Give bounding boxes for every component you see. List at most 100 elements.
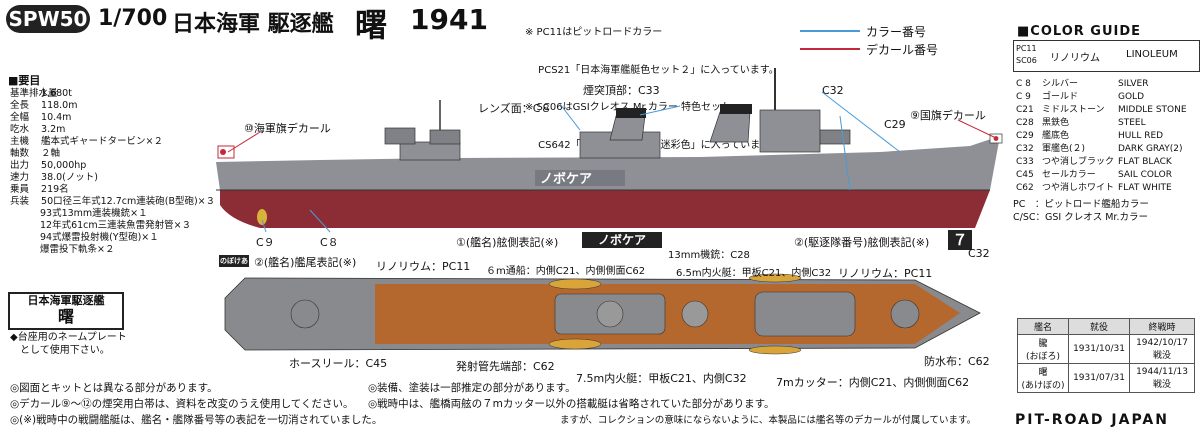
callout-flag-decal: ⑨国旗デカール xyxy=(910,109,986,122)
funnel-top-fore xyxy=(681,300,709,328)
bridge-top xyxy=(754,291,856,337)
callout-funnel-top: 煙突頂部：C33 xyxy=(583,84,660,97)
callout-lino-r: リノリウム：PC11 xyxy=(838,267,933,280)
paint-note: ※ PC11はピットロードカラー xyxy=(525,27,663,38)
hull-name-text: ノボケア xyxy=(540,171,592,187)
spec-value: 38.0(ノット) xyxy=(41,172,98,183)
color-guide-title: ■COLOR GUIDE xyxy=(1017,24,1142,39)
color-code: C29 xyxy=(1016,131,1034,141)
table-header: 艦名 xyxy=(1017,318,1069,335)
ship-year: 1941 xyxy=(410,3,488,36)
linoleum-codes: PC11 SC06 xyxy=(1016,43,1037,67)
fore-funnel-top xyxy=(720,104,752,114)
hull-name-strip xyxy=(535,170,625,186)
table-cell: 1931/10/31 xyxy=(1068,334,1130,364)
nameplate-line1: 日本海軍駆逐艦 xyxy=(27,294,105,307)
ship-fate: 戦没 xyxy=(1152,350,1171,361)
boat-6-icon xyxy=(548,278,602,290)
ship-name: 曙 xyxy=(355,6,388,44)
spec-row: 吃水 3.2m xyxy=(10,121,65,135)
callout-tube: 発射管先端部：C62 xyxy=(456,360,555,373)
spec-key: 兵装 xyxy=(10,196,30,207)
ship-class-label: 日本海軍 駆逐艦 xyxy=(172,12,334,37)
spec-weapon: 12年式61cm三連装魚雷発射管×３ xyxy=(40,220,192,231)
ship-kana-cell: (あけぼの) xyxy=(1021,381,1065,391)
color-en: SILVER xyxy=(1118,79,1149,89)
spec-key: 全幅 xyxy=(10,112,30,123)
callout-ensign-decal: ⑩海軍旗デカール xyxy=(244,122,331,135)
color-jp: ゴールド xyxy=(1042,92,1079,102)
color-number-line xyxy=(800,30,860,32)
leader-funnel xyxy=(639,105,681,116)
stern-mini-badge: のぼけあ xyxy=(219,255,249,267)
callout-c32: C32 xyxy=(822,84,844,97)
color-en: DARK GRAY(2) xyxy=(1118,144,1183,154)
color-code: C32 xyxy=(1016,144,1034,154)
nameplate-note-line: ◆台座用のネームプレート xyxy=(10,332,127,343)
callout-c9: C９ xyxy=(256,236,275,249)
hull-gray xyxy=(216,136,1000,190)
color-en: SAIL COLOR xyxy=(1118,170,1172,180)
callout-boat75: 7.5m内火艇：甲板C21、内側C32 xyxy=(576,372,747,385)
spec-row: 全幅 10.4m xyxy=(10,109,71,123)
linoleum-jp: リノリウム xyxy=(1050,53,1100,64)
linoleum-box: PC11 SC06 リノリウム LINOLEUM xyxy=(1013,40,1200,72)
spec-key: 軸数 xyxy=(10,148,30,159)
spec-value: 50口径三年式12.7cm連装砲(B型砲)×３ xyxy=(41,196,216,207)
bottom-note: ◎デカール⑨～⑫の煙突用白帯は、資料を改変のうえ使用してください。 xyxy=(10,398,354,410)
color-code: C33 xyxy=(1016,157,1034,167)
callout-div-label: ②(駆逐隊番号)舷側表記(※) xyxy=(794,236,930,249)
div-number-badge: ７ xyxy=(948,230,972,250)
cutter-7-icon xyxy=(748,345,802,355)
aft-steel-deck xyxy=(270,284,375,344)
color-jp: シルバー xyxy=(1042,79,1079,89)
linoleum-deck xyxy=(375,284,960,344)
linoleum-code: SC06 xyxy=(1016,56,1037,65)
spec-key: 全長 xyxy=(10,100,30,111)
color-jp: 艦底色 xyxy=(1042,131,1070,141)
callout-c8: C８ xyxy=(320,236,339,249)
color-en: FLAT WHITE xyxy=(1118,183,1172,193)
boat-75-icon xyxy=(548,338,602,350)
bottom-note: ますが、コレクションの意味にならないように、本製品には艦名等のデカールが付属して… xyxy=(560,415,977,426)
color-en: FLAT BLACK xyxy=(1118,157,1172,167)
spec-row: 主機 艦本式ギャードタービン×２ xyxy=(10,133,163,147)
nameplate-note: ◆台座用のネームプレート として使用下さい。 xyxy=(10,331,127,357)
callout-c32-top: C32 xyxy=(968,247,990,260)
color-code: C 9 xyxy=(1016,92,1031,102)
color-row: C 9 ゴールド GOLD xyxy=(1016,89,1144,102)
linoleum-code: PC11 xyxy=(1016,44,1037,53)
table-cell: 曙(あけぼの) xyxy=(1017,363,1069,393)
spec-value: 3.2m xyxy=(41,124,66,135)
callout-cutter7: 7mカッター：内側C21、内側側面C62 xyxy=(776,376,970,389)
color-en: STEEL xyxy=(1118,118,1146,128)
leader-c8 xyxy=(309,209,331,233)
spec-key: 速力 xyxy=(10,172,30,183)
spec-value: ２軸 xyxy=(41,148,61,159)
aft-funnel xyxy=(609,115,646,141)
leader-ensign xyxy=(227,131,261,153)
color-code: C28 xyxy=(1016,118,1034,128)
color-en: GOLD xyxy=(1118,92,1145,102)
hull-red xyxy=(220,190,990,228)
spec-value: 1,680t xyxy=(41,88,72,99)
spec-row: 出力 50,000hp xyxy=(10,157,86,171)
callout-lino-l: リノリウム：PC11 xyxy=(376,260,471,273)
aft-deckhouse xyxy=(399,141,461,161)
spec-value: 50,000hp xyxy=(41,160,87,171)
fore-turret xyxy=(819,129,851,145)
bottom-note: ◎図面とキットとは異なる部分があります。 xyxy=(10,382,218,394)
spec-heading: ■要目 xyxy=(8,74,41,87)
color-code: C21 xyxy=(1016,105,1034,115)
table-cell: 朧(おぼろ) xyxy=(1017,334,1069,364)
color-guide-foot: C/SC：GSI クレオス Mr.カラー xyxy=(1013,212,1148,223)
